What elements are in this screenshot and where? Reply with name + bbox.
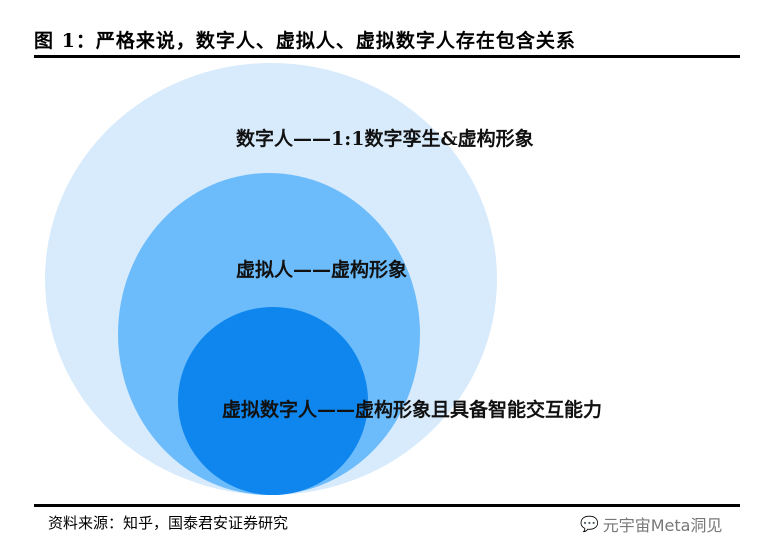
figure-title: 图 1：严格来说，数字人、虚拟人、虚拟数字人存在包含关系 (34, 30, 576, 52)
source-note: 资料来源：知乎，国泰君安证券研究 (48, 514, 289, 532)
label-virtual-digital-human: 虚拟数字人——虚构形象且具备智能交互能力 (222, 399, 603, 421)
label-virtual-human: 虚拟人——虚构形象 (236, 259, 408, 281)
title-divider (34, 55, 740, 58)
watermark-text: 元宇宙Meta洞见 (602, 516, 723, 535)
label-digital-human: 数字人——1:1数字孪生&虚构形象 (236, 128, 534, 150)
watermark: 💬 元宇宙Meta洞见 (580, 512, 722, 536)
source-divider (34, 504, 740, 507)
wechat-icon: 💬 (580, 515, 599, 533)
circle-virtual-digital-human (178, 307, 368, 495)
